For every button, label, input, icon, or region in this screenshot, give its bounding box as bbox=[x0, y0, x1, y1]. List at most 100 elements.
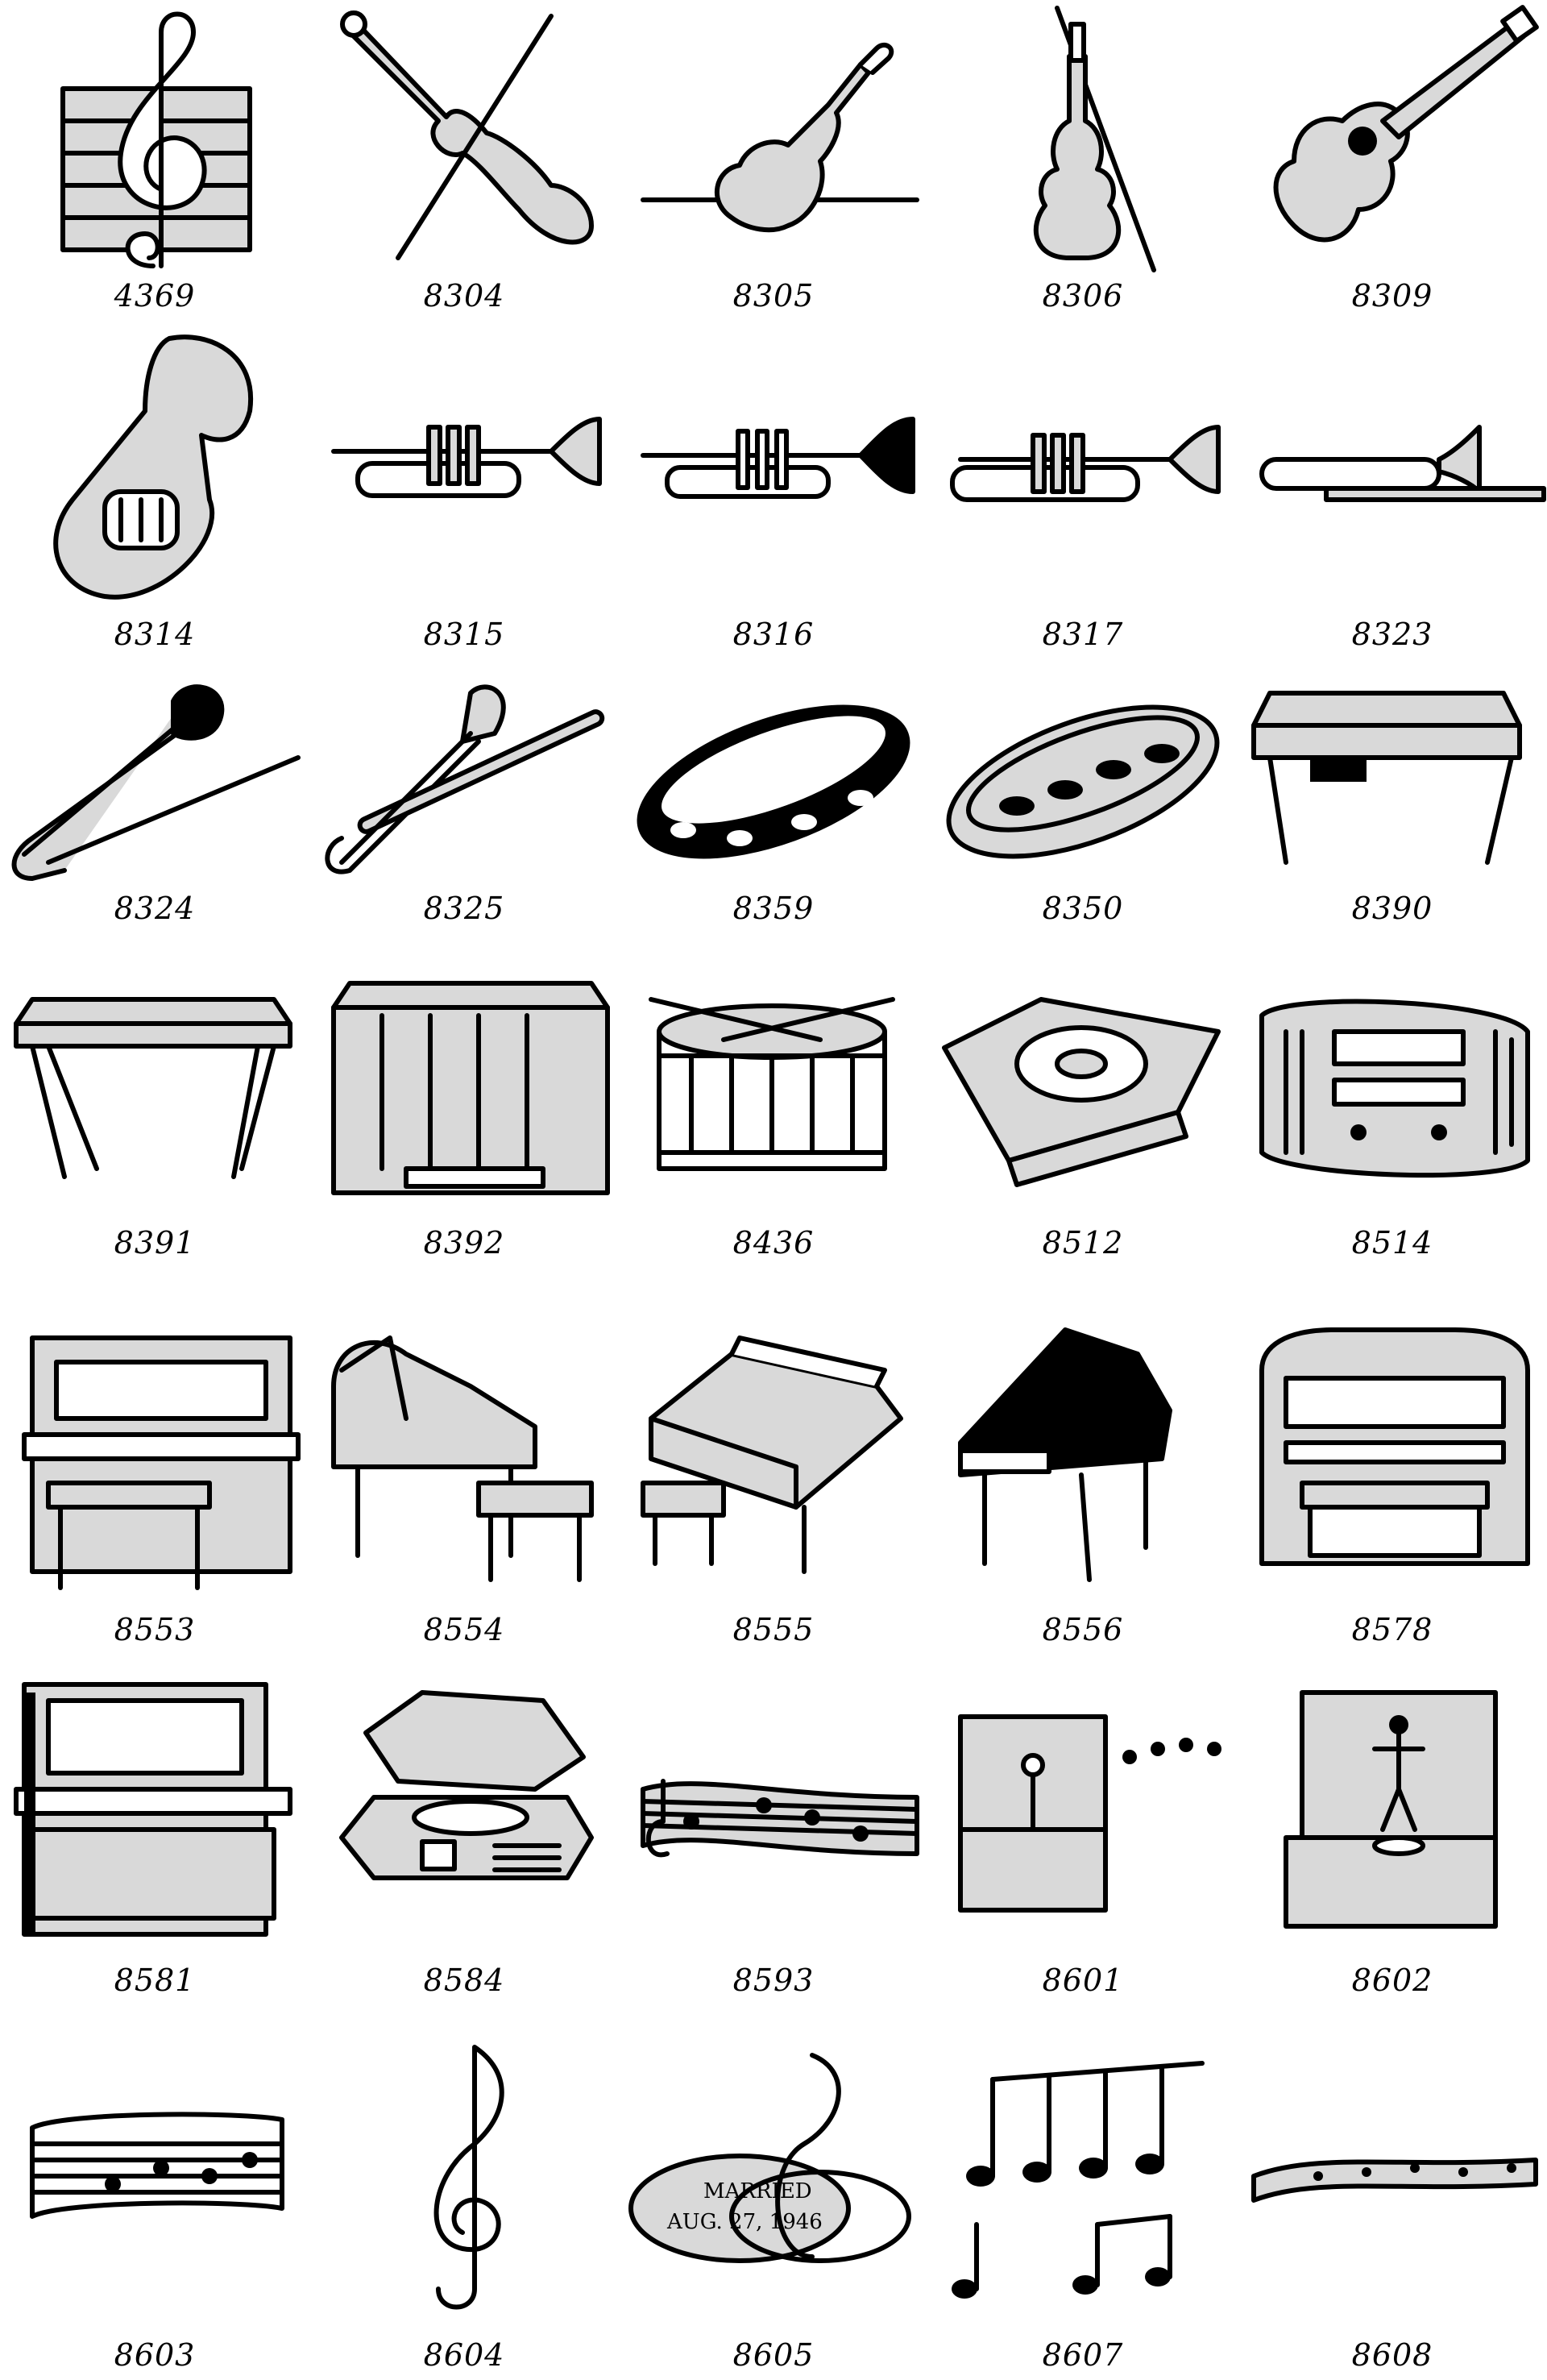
catalog-item: 8553 bbox=[0, 1322, 309, 1660]
music-box-large-ballerina-icon bbox=[1238, 1676, 1547, 1942]
violin-with-bow-crossed-icon bbox=[309, 0, 619, 290]
catalog-item: 8514 bbox=[1238, 983, 1547, 1306]
item-code: 8604 bbox=[423, 2337, 505, 2373]
catalog-item: 8556 bbox=[928, 1322, 1238, 1660]
upright-violin-with-bow-icon bbox=[928, 0, 1238, 290]
ring-text-top: MARRIED bbox=[703, 2179, 812, 2203]
catalog-item: 8390 bbox=[1238, 677, 1547, 967]
catalog-item: 8309 bbox=[1238, 0, 1547, 330]
catalog-item: 8391 bbox=[0, 983, 309, 1306]
steel-guitar-cabinet-icon bbox=[309, 967, 619, 1209]
item-code: 8305 bbox=[732, 278, 815, 314]
catalog-item: 8359 bbox=[619, 677, 928, 967]
catalog-item: 8555 bbox=[619, 1322, 928, 1660]
catalog-item: 8603 bbox=[0, 2031, 309, 2380]
catalog-item: 8392 bbox=[309, 967, 619, 1306]
catalog-item: 8581 bbox=[0, 1676, 309, 2015]
catalog-item: 8601 bbox=[928, 1676, 1238, 2015]
catalog-item: 8305 bbox=[619, 0, 928, 330]
item-code: 8608 bbox=[1351, 2337, 1433, 2373]
item-code: 8317 bbox=[1042, 617, 1124, 652]
item-code: 8309 bbox=[1351, 278, 1433, 314]
catalog-item: 8317 bbox=[928, 330, 1238, 661]
item-code: 8584 bbox=[423, 1963, 505, 1998]
treble-clef-icon bbox=[309, 2031, 619, 2321]
item-code: 8350 bbox=[1042, 891, 1124, 926]
catalog-item: 8304 bbox=[309, 0, 619, 330]
item-code: 8306 bbox=[1042, 278, 1124, 314]
item-code: 8578 bbox=[1351, 1612, 1433, 1647]
item-code: 8602 bbox=[1351, 1963, 1433, 1998]
lap-steel-on-stand-icon bbox=[0, 983, 309, 1193]
catalog-item: 8554 bbox=[309, 1322, 619, 1660]
catalog-item: 4369 bbox=[0, 0, 309, 330]
trumpet-black-bell-icon bbox=[619, 330, 928, 613]
trumpet-gray-icon bbox=[928, 330, 1238, 613]
tambourine-black-icon bbox=[619, 677, 928, 887]
catalog-item: 8323 bbox=[1238, 330, 1547, 661]
item-code: 8304 bbox=[423, 278, 505, 314]
clef-with-rings-icon: MARRIED AUG. 27, 1946 bbox=[619, 2031, 928, 2321]
catalog-item: 8584 bbox=[309, 1676, 619, 2015]
item-code: 8554 bbox=[423, 1612, 505, 1647]
trombone-black-icon bbox=[0, 677, 309, 887]
catalog-item: 8608 bbox=[1238, 2031, 1547, 2380]
item-code: 8325 bbox=[423, 891, 505, 926]
item-code: 8324 bbox=[114, 891, 196, 926]
snare-drum-icon bbox=[619, 983, 928, 1193]
trumpet-icon bbox=[309, 330, 619, 613]
wavy-staff-icon bbox=[1238, 2031, 1547, 2321]
black-grand-piano-icon bbox=[928, 1322, 1238, 1596]
grand-piano-with-stool-icon bbox=[309, 1322, 619, 1596]
catalog-item: 8607 bbox=[928, 2031, 1238, 2380]
music-staff-notes-icon bbox=[619, 1676, 928, 1942]
treble-clef-staff-icon bbox=[0, 0, 309, 290]
tuba-icon bbox=[0, 330, 309, 613]
catalog-item: 8315 bbox=[309, 330, 619, 661]
trombone-icon bbox=[1238, 330, 1547, 613]
beamed-notes-icon bbox=[928, 2031, 1238, 2321]
item-code: 8514 bbox=[1351, 1225, 1433, 1261]
organ-icon bbox=[1238, 1322, 1547, 1596]
music-box-small-ballerina-icon bbox=[928, 1676, 1238, 1942]
item-code: 8605 bbox=[732, 2337, 815, 2373]
catalog-item: 8604 bbox=[309, 2031, 619, 2380]
item-code: 8392 bbox=[423, 1225, 505, 1261]
scroll-sheet-music-icon bbox=[0, 2031, 309, 2321]
ring-text-bottom: AUG. 27, 1946 bbox=[666, 2210, 823, 2234]
radio-icon bbox=[1238, 983, 1547, 1193]
catalog-item: MARRIED AUG. 27, 1946 8605 bbox=[619, 2031, 928, 2380]
catalog-item: 8512 bbox=[928, 983, 1238, 1306]
tambourine-gray-icon bbox=[928, 677, 1238, 887]
violin-lying-with-bow-icon bbox=[619, 0, 928, 290]
item-code: 8436 bbox=[732, 1225, 815, 1261]
item-code: 4369 bbox=[114, 278, 196, 314]
turntable-icon bbox=[928, 983, 1238, 1193]
item-code: 8555 bbox=[732, 1612, 815, 1647]
item-code: 8603 bbox=[114, 2337, 196, 2373]
item-code: 8593 bbox=[732, 1963, 815, 1998]
catalog-item: 8314 bbox=[0, 330, 309, 661]
acoustic-guitar-icon bbox=[1238, 0, 1547, 290]
catalog-item: 8350 bbox=[928, 677, 1238, 967]
catalog-item: 8306 bbox=[928, 0, 1238, 330]
item-code: 8359 bbox=[732, 891, 815, 926]
phonograph-icon bbox=[309, 1676, 619, 1942]
catalog-item: 8602 bbox=[1238, 1676, 1547, 2015]
item-code: 8390 bbox=[1351, 891, 1433, 926]
upright-piano-icon bbox=[0, 1676, 309, 1942]
item-code: 8314 bbox=[114, 617, 196, 652]
pedal-steel-guitar-icon bbox=[1238, 677, 1547, 887]
upright-piano-with-bench-icon bbox=[0, 1322, 309, 1596]
item-code: 8607 bbox=[1042, 2337, 1124, 2373]
baby-grand-piano-icon bbox=[619, 1322, 928, 1596]
item-code: 8581 bbox=[114, 1963, 196, 1998]
catalog-item: 8593 bbox=[619, 1676, 928, 2015]
item-code: 8512 bbox=[1042, 1225, 1124, 1261]
catalog-item: 8316 bbox=[619, 330, 928, 661]
item-code: 8553 bbox=[114, 1612, 196, 1647]
catalog-item: 8325 bbox=[309, 677, 619, 967]
item-code: 8323 bbox=[1351, 617, 1433, 652]
item-code: 8556 bbox=[1042, 1612, 1124, 1647]
